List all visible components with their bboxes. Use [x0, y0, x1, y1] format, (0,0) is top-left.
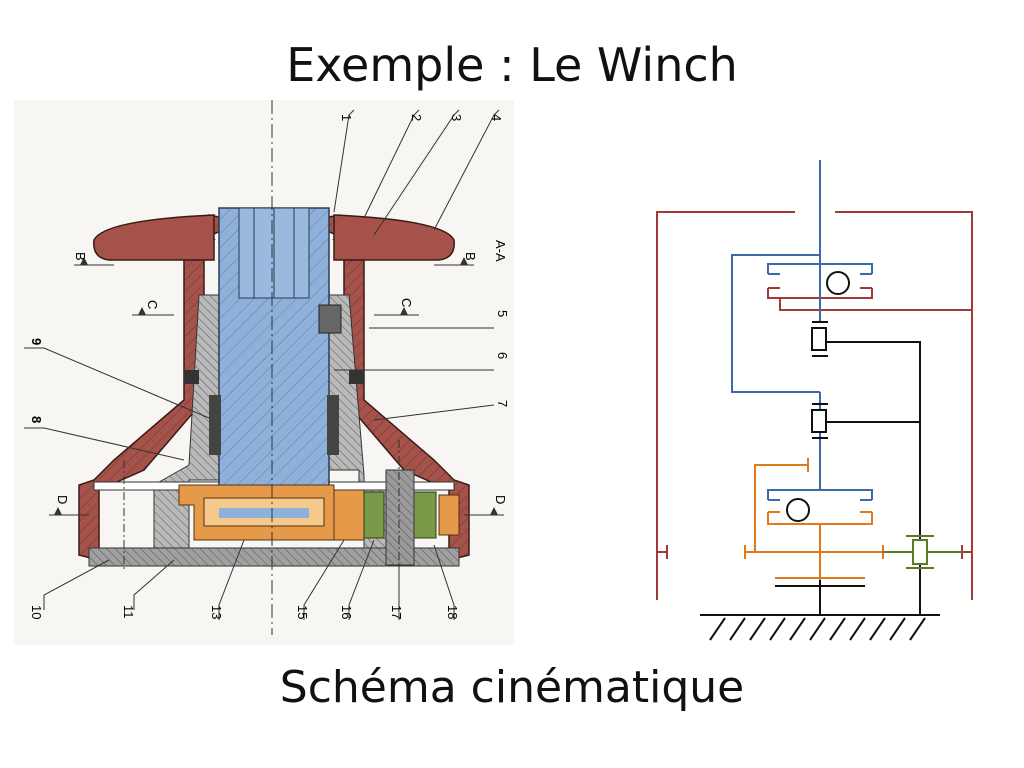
carrier-orange — [744, 458, 884, 580]
slide-title: Exemple : Le Winch — [286, 38, 738, 92]
joints-black — [700, 271, 940, 641]
section-mark-d-left: D — [55, 495, 70, 504]
section-label-aa: A-A — [493, 240, 508, 262]
section-mark-b-left: B — [73, 252, 88, 261]
part-number-2: 2 — [409, 114, 424, 121]
part-number-9: 9 — [29, 338, 44, 345]
section-mark-c-right: C — [399, 298, 414, 307]
section-mark-d-right: D — [493, 495, 508, 504]
part-number-18: 18 — [445, 605, 460, 619]
part-number-11: 11 — [121, 605, 136, 619]
part-number-13: 13 — [209, 605, 224, 619]
part-number-4: 4 — [489, 114, 504, 121]
slide-subtitle: Schéma cinématique — [279, 662, 745, 713]
gear-green — [883, 535, 962, 569]
section-mark-c-left: C — [145, 300, 160, 309]
part-number-5: 5 — [495, 310, 510, 317]
part-number-8: 8 — [29, 416, 44, 423]
section-mark-b-right: B — [463, 252, 478, 261]
part-number-1: 1 — [339, 114, 354, 121]
kinematic-schema — [656, 160, 973, 641]
part-number-17: 17 — [389, 605, 404, 619]
part-number-10: 10 — [29, 605, 44, 619]
part-number-6: 6 — [495, 352, 510, 359]
part-number-15: 15 — [295, 605, 310, 619]
part-number-7: 7 — [495, 400, 510, 407]
part-number-3: 3 — [449, 114, 464, 121]
part-number-16: 16 — [339, 605, 354, 619]
winch-cross-section-drawing: B B C C D D A-A 1 2 3 4 5 6 7 9 8 10 11 … — [14, 100, 514, 645]
shaft-blue — [731, 160, 873, 501]
